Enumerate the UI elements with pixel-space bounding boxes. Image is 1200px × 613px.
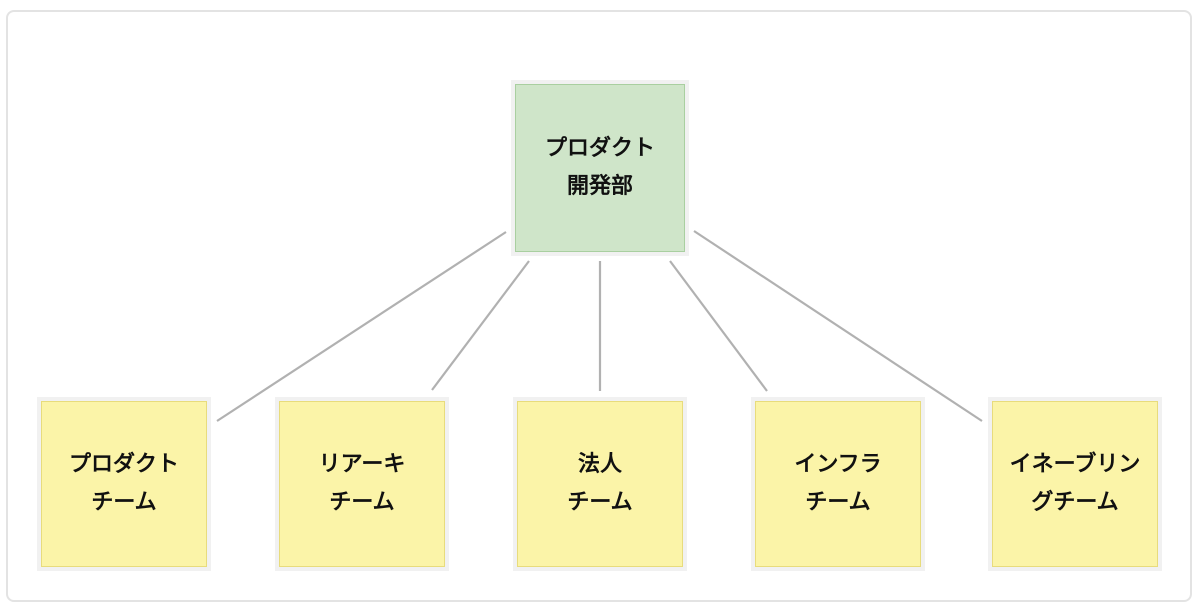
connector-to-enabling-team [693,230,983,422]
root-node-label-line-2: 開発部 [566,174,633,199]
child-node-label-line-2: チーム [91,490,157,515]
child-node-label-line-1: イネーブリン [1009,452,1141,477]
child-node-product-team: プロダクト チーム [41,401,207,567]
connector-to-rearchi-team [431,260,530,391]
connector-to-product-team [216,231,507,422]
root-node-label-line-1: プロダクト [544,136,655,161]
child-node-label-line-2: チーム [329,490,395,515]
child-node-label-line-1: 法人 [577,452,622,477]
child-node-infra-team: インフラ チーム [755,401,921,567]
child-node-label-line-1: リアーキ [318,452,406,477]
child-node-label-line-2: グチーム [1031,490,1119,515]
child-node-label-line-2: チーム [805,490,871,515]
child-node-houjin-team: 法人 チーム [517,401,683,567]
child-node-rearchi-team: リアーキ チーム [279,401,445,567]
root-node-product-dev-dept: プロダクト 開発部 [515,84,685,252]
child-node-label-line-1: インフラ [794,452,882,477]
connector-to-infra-team [669,260,768,392]
child-node-label-line-2: チーム [567,490,633,515]
child-node-enabling-team: イネーブリン グチーム [992,401,1158,567]
child-node-label-line-1: プロダクト [68,452,179,477]
